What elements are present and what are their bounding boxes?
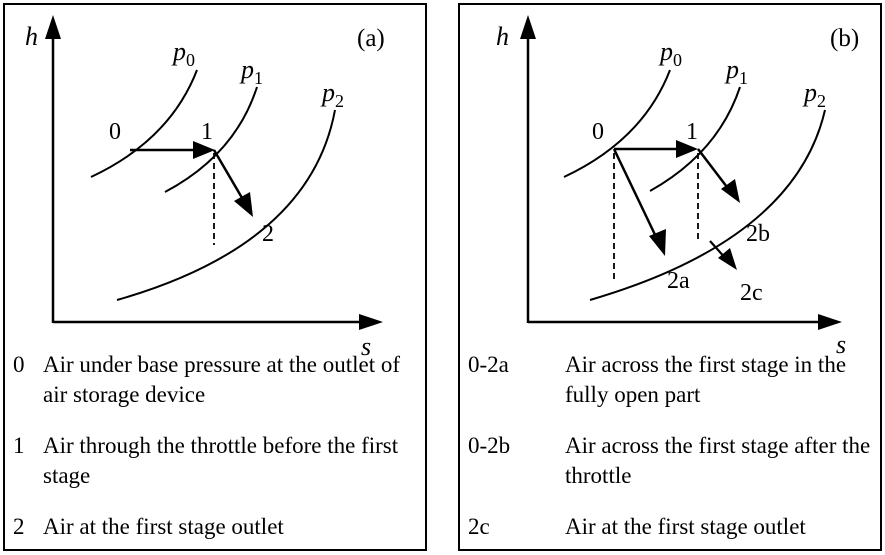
point-0: 0: [109, 119, 121, 145]
label-p0: p0: [658, 37, 682, 70]
label-p0: p0: [171, 37, 195, 70]
legend-desc: Air across the first stage after the thr…: [565, 433, 871, 488]
legend-desc: Air at the first stage outlet: [43, 514, 284, 539]
arrow-1-to-2b-head: [721, 179, 740, 203]
legend-key: 0-2b: [468, 433, 511, 458]
legend-row: 0 Air under base pressure at the outlet …: [13, 350, 423, 410]
legend-desc: Air at the first stage outlet: [565, 514, 806, 539]
h-axis-arrowhead: [45, 15, 61, 39]
arrow-1-to-2: [212, 149, 247, 204]
arrow-0-to-2a: [612, 148, 660, 242]
s-axis-arrowhead: [359, 314, 383, 330]
point-2b: 2b: [746, 221, 770, 247]
legend-desc: Air under base pressure at the outlet of…: [43, 352, 401, 407]
s-axis-label: s: [361, 332, 371, 361]
panel-b: h s (b) p0 p1 p2 0 1 2a 2b 2c 0-2a Air a…: [458, 3, 882, 551]
point-1: 1: [686, 119, 698, 145]
legend-desc: Air through the throttle before the firs…: [43, 433, 399, 488]
label-p1: p1: [724, 55, 748, 88]
legend-key: 1: [13, 433, 25, 458]
label-p2: p2: [320, 78, 344, 111]
panel-tag: (a): [357, 25, 385, 52]
s-axis-arrowhead: [818, 314, 842, 330]
legend-key: 0-2a: [468, 352, 509, 377]
hs-diagram-a: h s (a) p0 p1 p2 0 1 2: [25, 15, 385, 361]
arrow-1-to-2-head: [234, 192, 253, 217]
isobar-p2: [116, 109, 336, 301]
point-0: 0: [592, 119, 604, 145]
legend-row: 1 Air through the throttle before the fi…: [13, 431, 423, 491]
isobar-p2: [589, 109, 826, 301]
legend-row: 0-2a Air across the first stage in the f…: [468, 350, 878, 410]
isobar-p1: [164, 86, 258, 193]
panel-a: h s (a) p0 p1 p2 0 1 2 0 Air under base …: [3, 3, 427, 551]
point-2c: 2c: [740, 280, 763, 306]
point-2a: 2a: [667, 268, 690, 294]
point-1: 1: [201, 119, 213, 145]
point-2: 2: [262, 221, 274, 247]
legend-desc: Air across the first stage in the fully …: [565, 352, 847, 407]
arrow-0-to-1-head: [676, 140, 698, 158]
legend-key: 0: [13, 352, 25, 377]
label-p1: p1: [239, 55, 263, 88]
h-axis-label: h: [496, 22, 509, 51]
isobar-p0: [90, 69, 198, 178]
panel-tag: (b): [830, 25, 859, 52]
h-axis-arrowhead: [520, 15, 536, 39]
legend-row: 2c Air at the first stage outlet: [468, 512, 878, 542]
s-axis-label: s: [836, 330, 846, 359]
label-p2: p2: [802, 78, 826, 111]
legend-key: 2c: [468, 514, 490, 539]
legend-row: 0-2b Air across the first stage after th…: [468, 431, 878, 491]
isobar-p0: [563, 69, 671, 178]
arrow-1-to-2b: [697, 148, 731, 192]
legend-key: 2: [13, 514, 25, 539]
legend-row: 2 Air at the first stage outlet: [13, 512, 423, 542]
isobar-p1: [649, 86, 741, 192]
hs-diagram-b: h s (b) p0 p1 p2 0 1 2a 2b 2c: [496, 15, 859, 359]
arrow-2b-to-2c-head: [718, 248, 737, 270]
h-axis-label: h: [25, 22, 38, 51]
arrow-0-to-1-head: [193, 141, 215, 159]
arrow-0-to-2a-head: [649, 229, 666, 256]
